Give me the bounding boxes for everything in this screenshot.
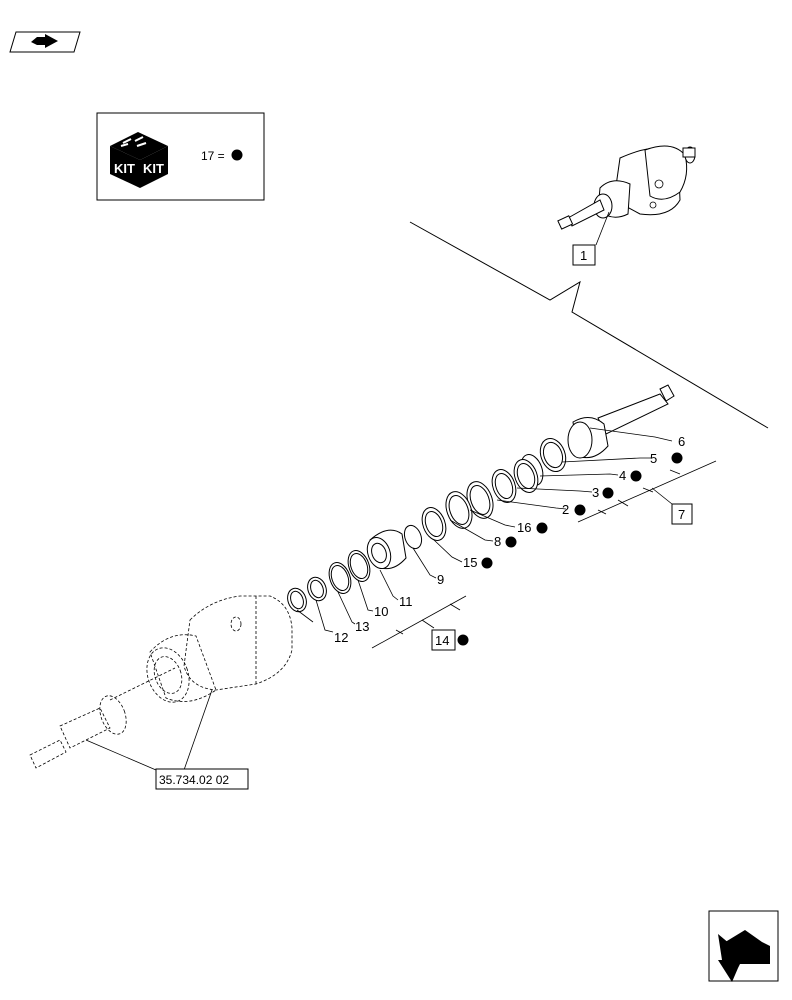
kit-dot-5 <box>671 452 683 464</box>
callout-12: 12 <box>334 630 348 645</box>
housing-phantom <box>29 595 293 769</box>
kit-word-left: KIT <box>114 161 135 176</box>
kit-dot-16 <box>536 522 548 534</box>
callout-14-box <box>431 629 456 651</box>
callout-3: 3 <box>592 485 599 500</box>
next-page-arrow-icon[interactable] <box>708 910 779 982</box>
callout-labels: 6 5 4 3 2 16 8 15 9 11 10 13 12 7 14 35.… <box>155 434 693 790</box>
callout-9: 9 <box>437 572 444 587</box>
callout-14: 14 <box>435 633 449 648</box>
reference-label[interactable]: 35.734.02 02 <box>159 773 229 787</box>
book-arrow-icon[interactable] <box>9 31 81 53</box>
assembly-overview-drawing <box>557 145 696 246</box>
kit-dot-4 <box>630 470 642 482</box>
break-line <box>409 221 769 429</box>
callout-13: 13 <box>355 619 369 634</box>
kit-dot-2 <box>574 504 586 516</box>
callout-10: 10 <box>374 604 388 619</box>
kit-dot-3 <box>602 487 614 499</box>
kit-marker-dot <box>231 149 243 161</box>
callout-8: 8 <box>494 534 501 549</box>
assembly-callout-1: 1 <box>572 244 596 266</box>
kit-formula: 17 = <box>201 149 225 163</box>
callout-7-box <box>671 503 693 525</box>
kit-word-right: KIT <box>143 161 164 176</box>
seal-rings-lower <box>287 550 371 613</box>
callout-4: 4 <box>619 468 626 483</box>
callout-16: 16 <box>517 520 531 535</box>
kit-dot-15 <box>481 557 493 569</box>
callout-5: 5 <box>650 451 657 466</box>
leader-lines <box>85 427 717 771</box>
kit-legend: KIT KIT 17 = <box>96 112 265 201</box>
bushing <box>366 529 407 570</box>
callout-15: 15 <box>463 555 477 570</box>
reference-box[interactable] <box>155 768 249 790</box>
callout-6: 6 <box>678 434 685 449</box>
callout-7: 7 <box>678 507 685 522</box>
callout-11: 11 <box>399 594 413 609</box>
kit-box-icon: KIT KIT <box>110 132 168 188</box>
seal-rings-upper <box>403 438 567 550</box>
kit-dot-8 <box>505 536 517 548</box>
assembly-ref-label: 1 <box>580 248 587 263</box>
kit-dot-14 <box>457 634 469 646</box>
part-6-shaft <box>567 384 675 459</box>
callout-2: 2 <box>562 502 569 517</box>
